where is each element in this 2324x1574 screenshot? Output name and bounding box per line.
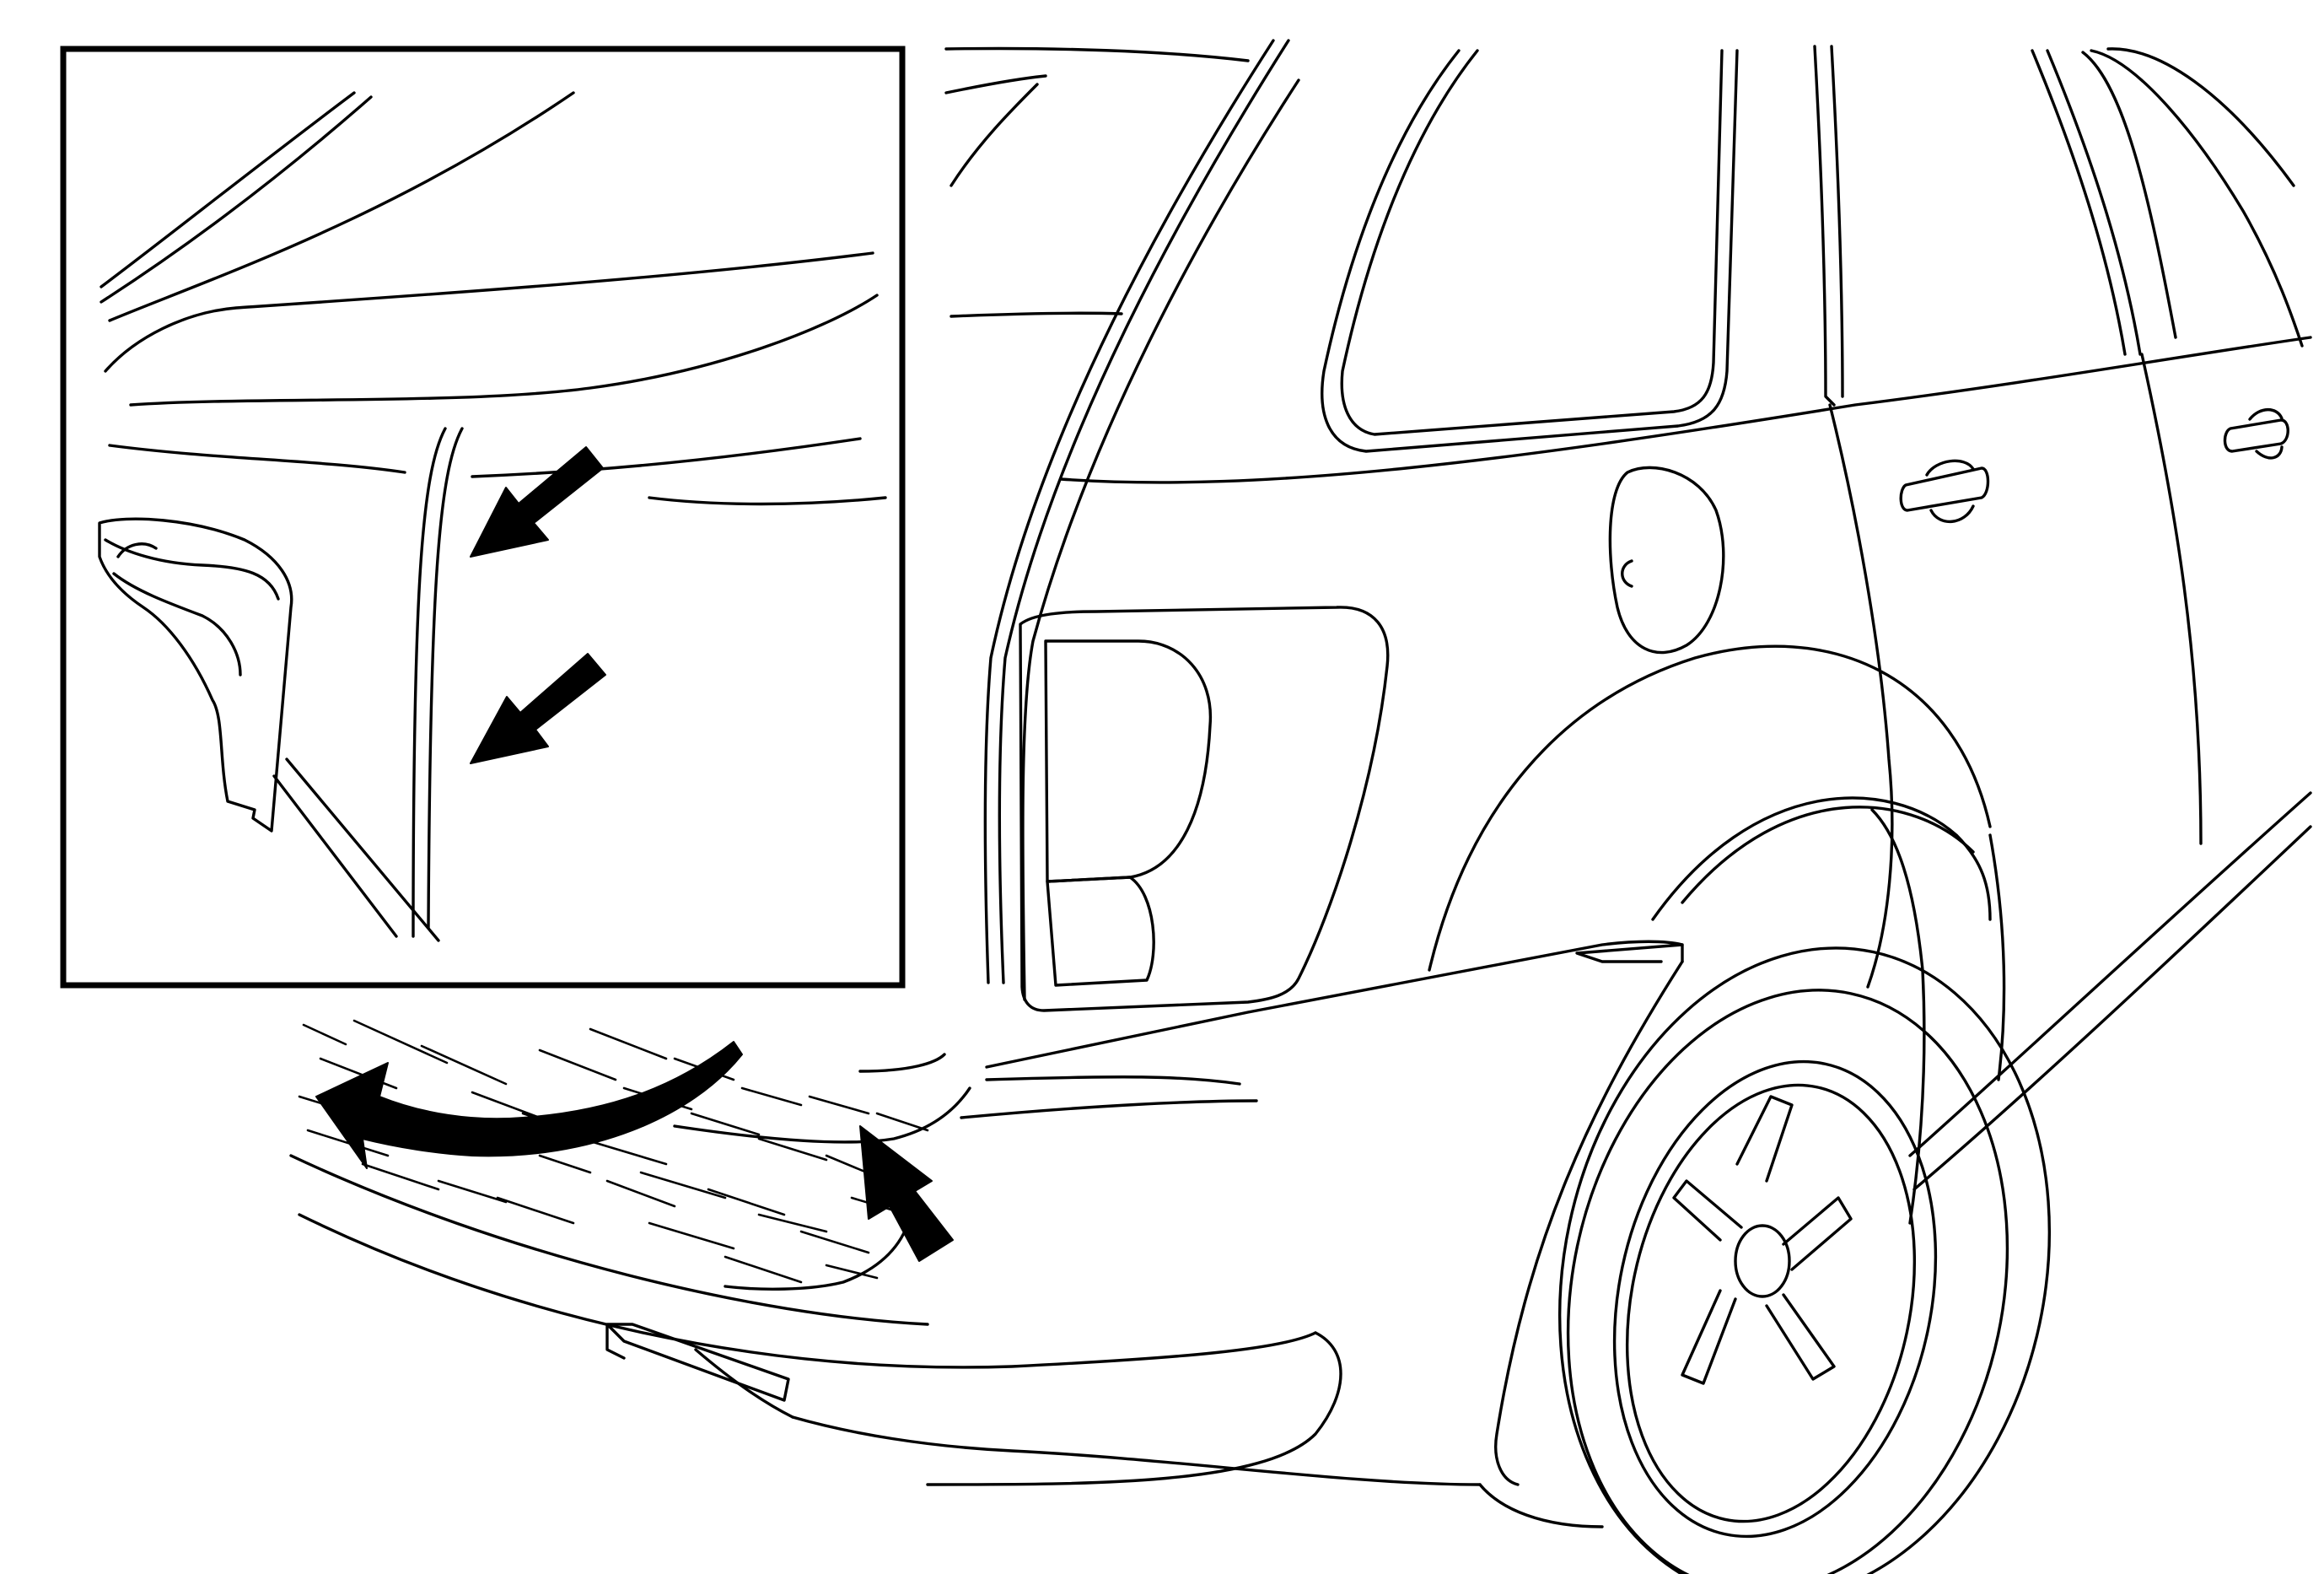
inset-fascia-ridge [104, 538, 280, 601]
bumper-top-line [289, 1154, 929, 1326]
fascia-push-arrow [859, 1125, 954, 1262]
front-door-handle [2223, 418, 2289, 453]
quarter-window-outer [1321, 49, 1739, 453]
curved-removal-arrow [315, 1041, 743, 1169]
rocker-panel-line [1908, 791, 2312, 1157]
step-pad-lower [724, 1213, 912, 1291]
bumper-upper-ledge [985, 1075, 1241, 1086]
step-pad-edge [673, 1086, 971, 1144]
roof-edge [944, 46, 1250, 62]
wheel-flare-edge [1870, 808, 1926, 1225]
inset-glass-edge-3 [108, 91, 575, 322]
bumper-side-edge [1494, 960, 1684, 1486]
wheel-hub [1734, 1224, 1791, 1298]
fuel-door [1608, 466, 1725, 655]
quarter-window-inner [1340, 49, 1724, 436]
inset-glass-edge-2 [100, 95, 373, 304]
step-pad-corner [858, 1053, 946, 1073]
rim-inner [1625, 1083, 1917, 1523]
bumper-rear-face [926, 1331, 1342, 1486]
detail-inset [60, 46, 906, 989]
vehicle-rear-quarter [289, 39, 2312, 1574]
wheel-flare-lower [1681, 806, 1975, 904]
rear-door-window-frame-inner [2046, 49, 2177, 356]
wheel-arch-outer [1428, 644, 1992, 972]
tailgate-edge [1021, 78, 1300, 1001]
fuel-door-release [1621, 559, 1633, 588]
rocker-panel-upper [1912, 825, 2312, 1191]
inset-seam-outer [412, 427, 447, 938]
bumper-top-edge [985, 940, 1684, 1069]
wheel-flare-upper [1651, 796, 1992, 921]
step-pad-hatching [298, 1019, 929, 1284]
wheel-flare-rear [1988, 833, 2006, 1081]
tail-lamp-upper-lens [1044, 639, 1213, 883]
bumper-lower-corner [1478, 1483, 1604, 1528]
bumper-bottom-edge [791, 1415, 1482, 1486]
bumper-crease [298, 1213, 1317, 1369]
inset-glass-edge-1 [100, 91, 356, 288]
license-plate-lamp-recess [605, 1323, 790, 1402]
inset-seam-inner [427, 427, 464, 930]
front-door-handle-recess [2248, 407, 2284, 460]
rear-door-handle-recess [1925, 459, 1975, 524]
inset-fascia-fold [112, 572, 242, 676]
inset-fascia-clip [116, 542, 158, 558]
d-pillar-outer [983, 39, 1275, 984]
bumper-corner-step [1575, 943, 1684, 963]
tail-lamp-housing [1019, 606, 1390, 1012]
d-pillar-inner [998, 39, 1290, 984]
belt-line [1059, 336, 2312, 484]
tail-lamp-lower-lens [1046, 876, 1155, 987]
bumper-ledge-lower [960, 1099, 1258, 1119]
roofline-front [2106, 47, 2295, 187]
c-pillar-inner [1830, 45, 1844, 398]
inset-fascia-edge-2 [285, 757, 440, 942]
tire-sidewall [1566, 989, 2009, 1574]
main-view-arrows [315, 1041, 954, 1262]
inset-fascia-corner [98, 517, 293, 833]
rear-door-window-frame [2031, 49, 2127, 356]
inset-panel-line-3 [648, 496, 887, 506]
bumper-lower-rear [694, 1348, 794, 1419]
rear-window-edge [944, 74, 1047, 187]
front-door-seam [2140, 353, 2203, 845]
inset-callout-arrow-upper [470, 446, 604, 558]
tire-outer [1557, 946, 2052, 1574]
inset-fascia-edge [272, 774, 398, 938]
c-pillar [1813, 45, 1836, 407]
rear-door-seam [1828, 403, 1894, 989]
spoiler-edge [950, 311, 1123, 318]
inset-spoiler-edge [104, 251, 874, 373]
inset-belt-line [129, 294, 879, 407]
inset-panel-line [108, 444, 406, 474]
rear-door-glass [2090, 49, 2304, 348]
wheel-spokes [1672, 1095, 1853, 1385]
rim-outer [1612, 1059, 1938, 1539]
inset-panel-line-2 [471, 437, 862, 478]
inset-frame [60, 46, 906, 989]
inset-callout-arrow-lower [470, 653, 606, 764]
rear-door-handle [1899, 466, 1990, 512]
